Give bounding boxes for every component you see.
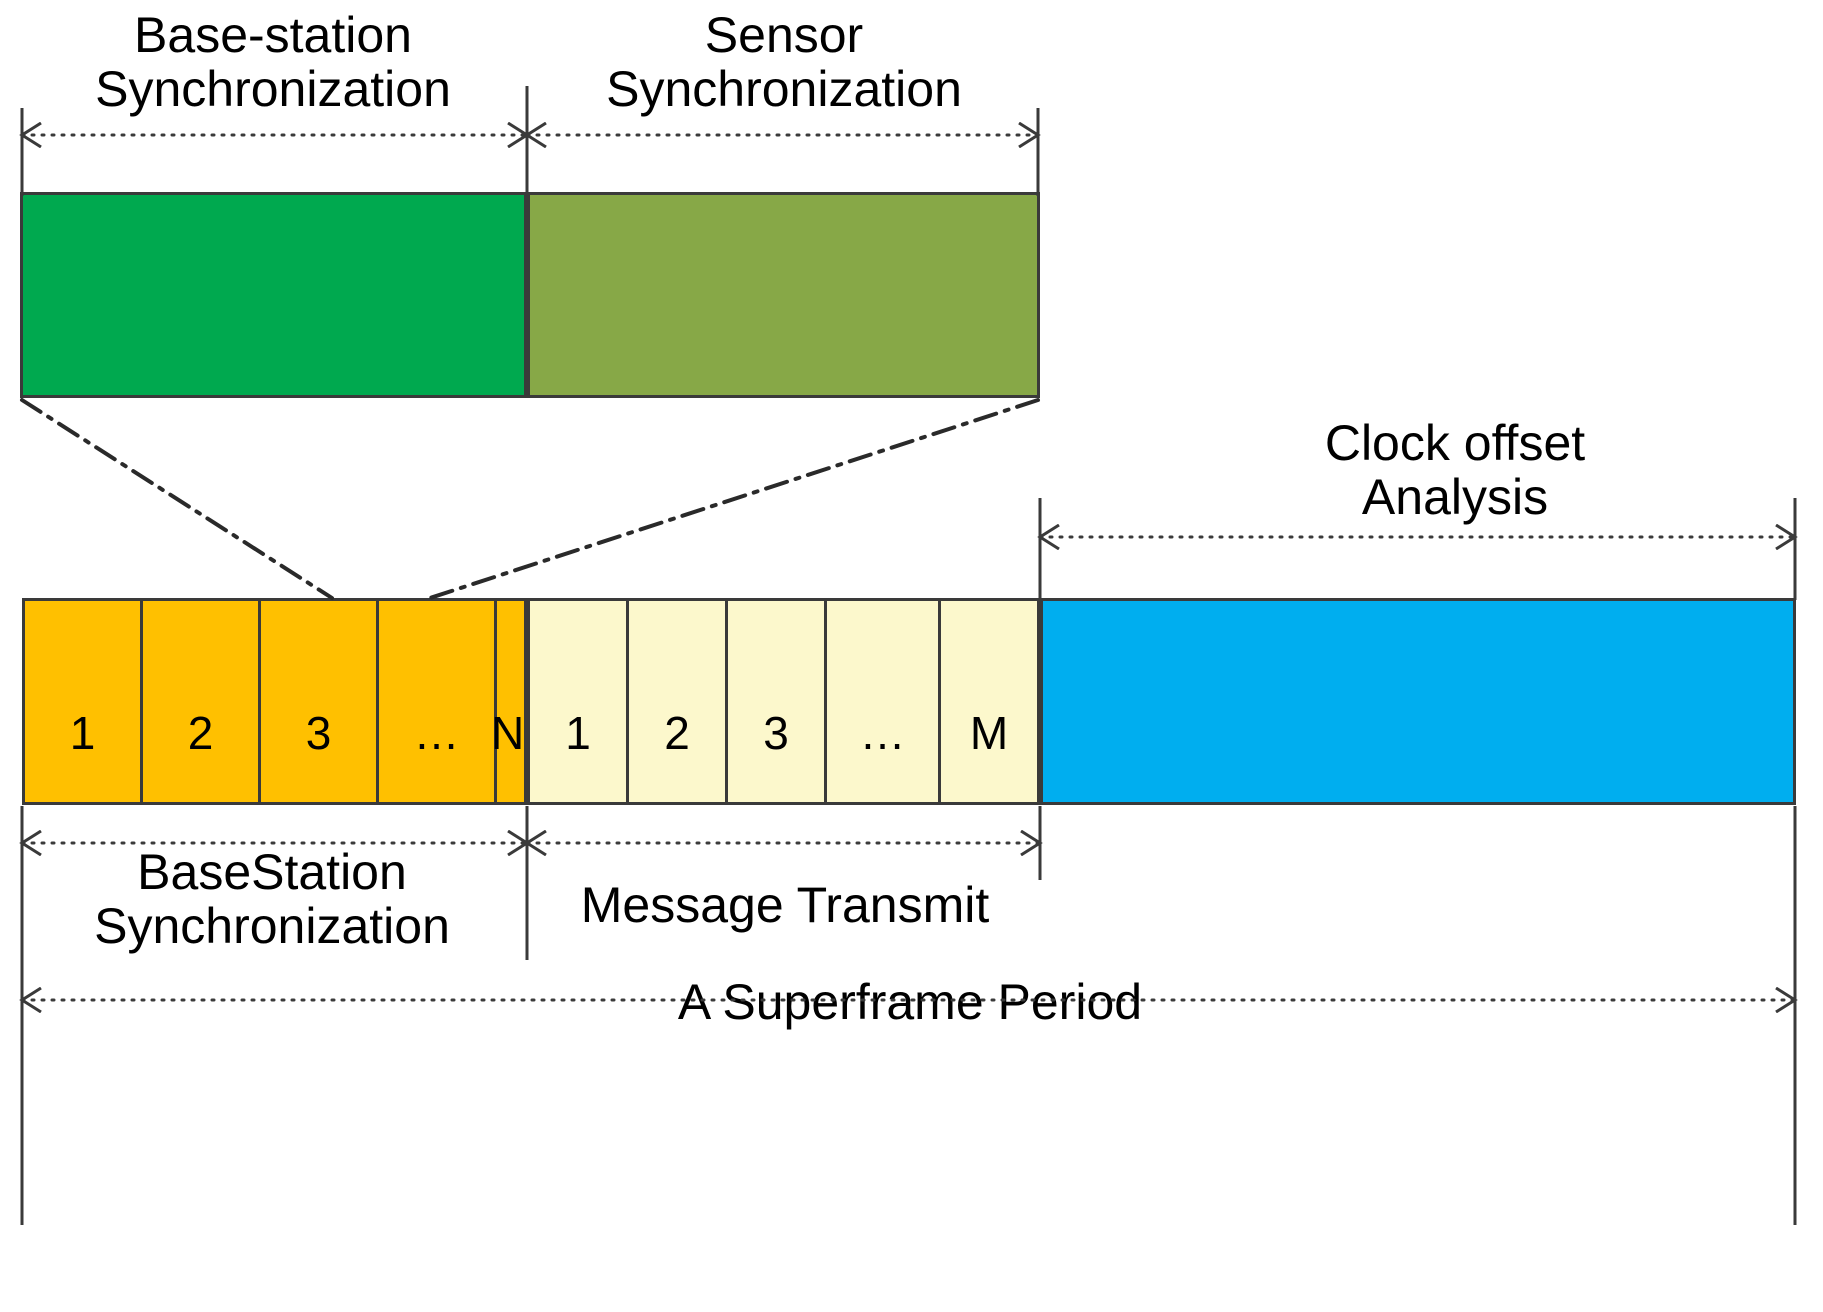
- timeline-slot-base-station-n[interactable]: N: [491, 598, 527, 805]
- timeline-slot-message-3[interactable]: 3: [725, 598, 827, 805]
- timeline-slot-message-ellipsis[interactable]: …: [824, 598, 941, 805]
- label-base-station-synchronization-bottom: BaseStation Synchronization: [94, 844, 450, 954]
- timeline-slot-message-2[interactable]: 2: [626, 598, 728, 805]
- timeline-slot-message-3-label: 3: [763, 707, 789, 759]
- label-clock-offset-analysis: Clock offset Analysis: [1324, 415, 1586, 525]
- label-message-transmit: Message Transmit: [580, 877, 990, 933]
- label-superframe-period: A Superframe Period: [530, 975, 1290, 1029]
- label-sensor-synchronization-top: Sensor Synchronization: [606, 7, 962, 117]
- timeline-slot-message-1-label: 1: [565, 707, 591, 759]
- zoom-callout-leader-lines: [20, 398, 1040, 600]
- sensor-synchronization-bar: [527, 192, 1040, 398]
- timeline-slot-message-ellipsis-label: …: [859, 707, 906, 759]
- timeline-slot-base-station-2-label: 2: [187, 707, 214, 759]
- base-station-synchronization-bar: [20, 192, 527, 398]
- timeline-slot-message-2-label: 2: [664, 707, 690, 759]
- timeline-block-clock-offset-analysis[interactable]: [1040, 598, 1796, 805]
- timeline-slot-base-station-n-label: N: [491, 707, 525, 759]
- leader-line-right: [428, 398, 1040, 600]
- timeline-block-clock-offset-analysis-label: [1043, 756, 1793, 802]
- leader-line-left: [20, 398, 334, 600]
- timeline-slot-base-station-ellipsis-label: …: [413, 707, 460, 759]
- timeline-slot-base-station-2[interactable]: 2: [140, 598, 261, 805]
- label-base-station-synchronization-top: Base-station Synchronization: [95, 7, 451, 117]
- timeline-slot-base-station-3[interactable]: 3: [258, 598, 379, 805]
- timeline-slot-message-m[interactable]: M: [938, 598, 1040, 805]
- timeline-slot-base-station-1[interactable]: 1: [22, 598, 143, 805]
- timeline-slot-base-station-3-label: 3: [305, 707, 332, 759]
- timeline-slot-base-station-ellipsis[interactable]: …: [376, 598, 497, 805]
- timeline-slot-base-station-1-label: 1: [69, 707, 96, 759]
- timeline-slot-message-1[interactable]: 1: [527, 598, 629, 805]
- timeline-slot-message-m-label: M: [969, 707, 1009, 759]
